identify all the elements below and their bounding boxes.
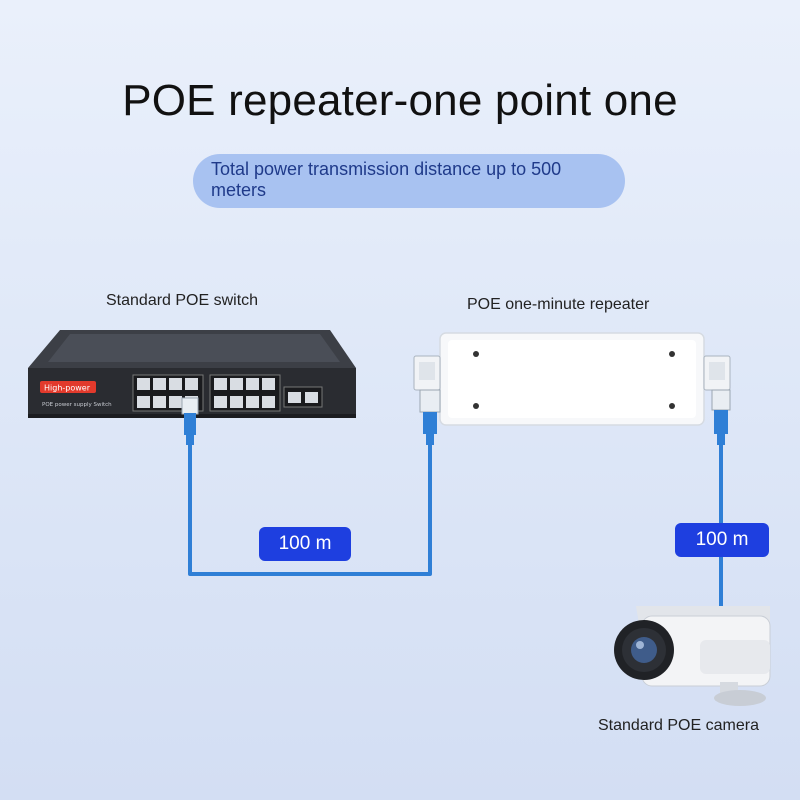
repeater-label: POE one-minute repeater	[467, 296, 650, 313]
subtitle-pill: Total power transmission distance up to …	[193, 154, 625, 208]
rj45-plug-switch-icon	[181, 397, 199, 445]
poe-camera-icon	[614, 606, 771, 706]
switch-model-text: POE power supply Switch	[42, 402, 112, 408]
poe-repeater-icon	[439, 332, 705, 426]
switch-label: Standard POE switch	[106, 292, 259, 309]
camera-label: Standard POE camera	[598, 717, 759, 734]
subtitle-text: Total power transmission distance up to …	[211, 159, 562, 200]
page-title: POE repeater-one point one	[122, 76, 678, 125]
rj45-plug-repeater-in-icon	[413, 355, 441, 445]
cable-switch-to-repeater	[188, 445, 432, 576]
distance-badge-1: 100 m	[259, 527, 351, 561]
distance-badge-2: 100 m	[675, 523, 769, 557]
switch-brand-text: High-power	[44, 384, 91, 393]
rj45-plug-repeater-out-icon	[703, 355, 731, 445]
